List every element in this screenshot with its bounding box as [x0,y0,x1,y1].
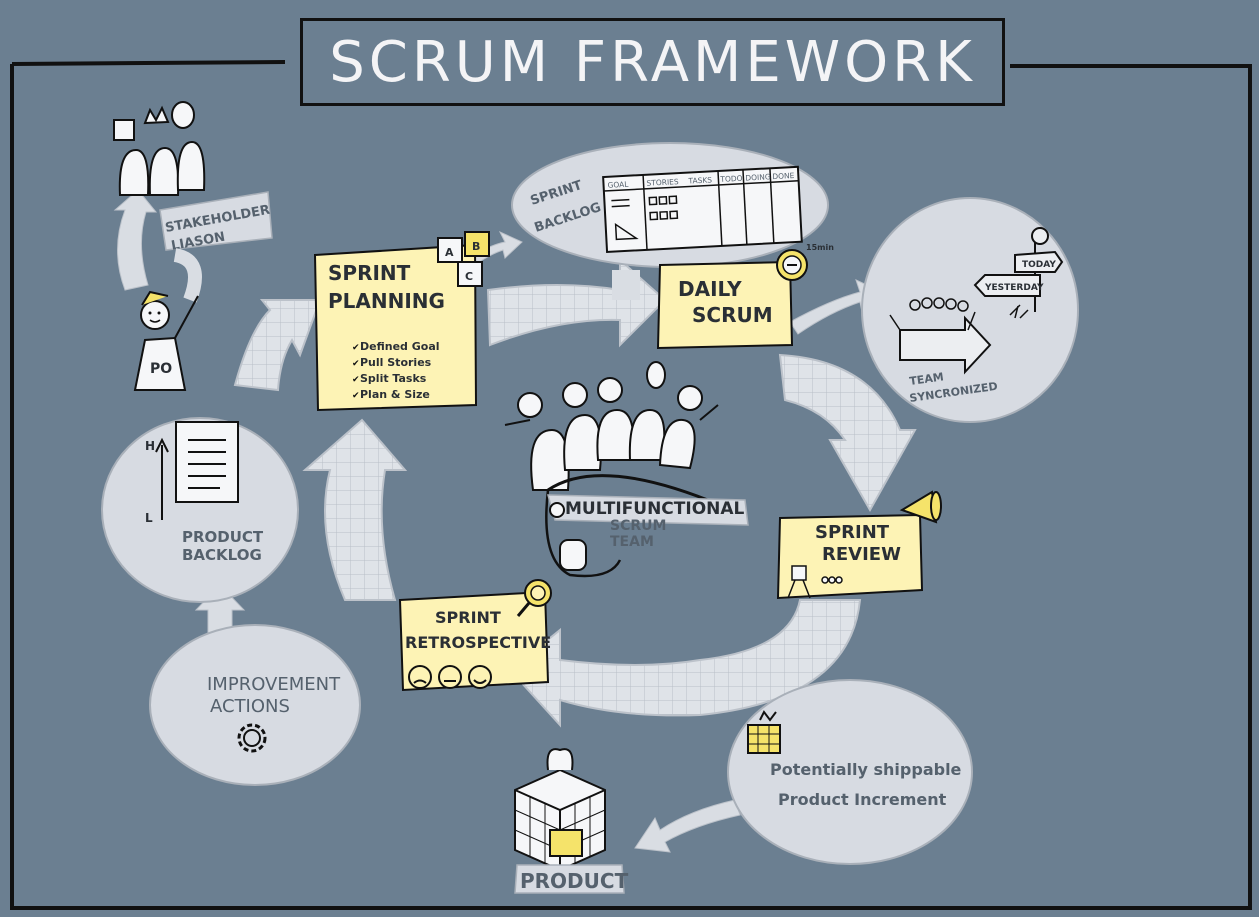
planning-item-4: Plan & Size [360,388,430,401]
product-backlog-label-2: BACKLOG [182,546,262,564]
small-cube-icon [747,710,781,754]
scrum-team: MULTIFUNCTIONAL SCRUM TEAM [504,361,749,578]
planning-title-2: PLANNING [328,289,445,313]
retrospective-note: SPRINT RETROSPECTIVE [398,579,552,692]
sprint-backlog-bubble: SPRINT BACKLOG [511,142,829,268]
puzzle-icon: A B C [437,231,490,287]
product-label: PRODUCT [520,869,629,893]
axis-low: L [145,511,153,525]
planning-item-3: Split Tasks [360,372,427,385]
board-col-goal: GOAL [607,180,629,190]
increment-bubble: Potentially shippable Product Increment [727,679,973,865]
sprint-review-note: SPRINT REVIEW [776,490,942,600]
stopwatch-icon [776,249,808,281]
svg-text:✔: ✔ [352,343,360,353]
board-col-tasks: TASKS [687,175,712,185]
document-icon [175,421,239,503]
board-col-doing: DOING [745,172,771,182]
improvement-bubble: IMPROVEMENT ACTIONS [149,624,361,786]
product-backlog-label-1: PRODUCT [182,528,264,546]
daily-title-2: SCRUM [692,303,773,327]
emotion-faces-icon [408,665,492,689]
board-col-done: DONE [772,171,795,181]
retro-title-2: RETROSPECTIVE [405,633,551,652]
presenters-icon [787,565,843,599]
planning-title-1: SPRINT [328,261,411,285]
svg-text:✔: ✔ [352,359,360,369]
daily-title-1: DAILY [678,277,742,301]
increment-label-2: Product Increment [778,790,947,809]
page-title: SCRUM FRAMEWORK [329,29,976,95]
retro-title-1: SPRINT [435,608,501,627]
po-badge: PO [150,361,172,377]
sprint-planning-note: SPRINT PLANNING Defined Goal Pull Storie… [313,231,490,412]
gear-icon [237,723,267,753]
sign-today: TODAY [1022,260,1056,270]
outer-frame [10,60,1252,910]
title-box: SCRUM FRAMEWORK [300,18,1005,106]
improvement-label-2: ACTIONS [210,696,290,717]
sign-yesterday: YESTERDAY [984,283,1044,293]
team-label-3: TEAM [610,534,654,550]
product-backlog-bubble: H L PRODUCT BACKLOG [101,417,299,603]
timebox-label: 15min [806,243,834,252]
magnifier-icon [516,579,552,617]
review-title-1: SPRINT [815,522,890,543]
stakeholder-group: STAKEHOLDER LIASON [113,101,273,303]
megaphone-icon [899,490,942,524]
team-sync-label-1: TEAM [909,370,945,388]
team-label-2: SCRUM [610,518,666,534]
sprint-board: GOAL STORIES TASKS TODO DOING DONE [602,165,803,253]
review-title-2: REVIEW [822,544,901,565]
puzzle-letter-c: C [465,270,473,283]
board-col-stories: STORIES [646,177,679,188]
improvement-label-1: IMPROVEMENT [207,674,341,695]
planning-item-1: Defined Goal [360,340,440,353]
product-owner: PO [133,290,199,391]
daily-scrum-note: DAILY SCRUM 15min [656,243,834,350]
team-sync-bubble: TODAY YESTERDAY TEAM SYNCRONIZED [861,197,1079,423]
team-label-1: MULTIFUNCTIONAL [565,499,745,519]
board-col-todo: TODO [719,174,743,184]
increment-label-1: Potentially shippable [770,760,962,779]
svg-text:✔: ✔ [352,391,360,401]
axis-high: H [145,439,155,453]
puzzle-letter-a: A [445,246,454,259]
puzzle-letter-b: B [472,240,480,253]
product-cube: PRODUCT [514,748,629,894]
svg-text:✔: ✔ [352,375,360,385]
planning-item-2: Pull Stories [360,356,432,369]
